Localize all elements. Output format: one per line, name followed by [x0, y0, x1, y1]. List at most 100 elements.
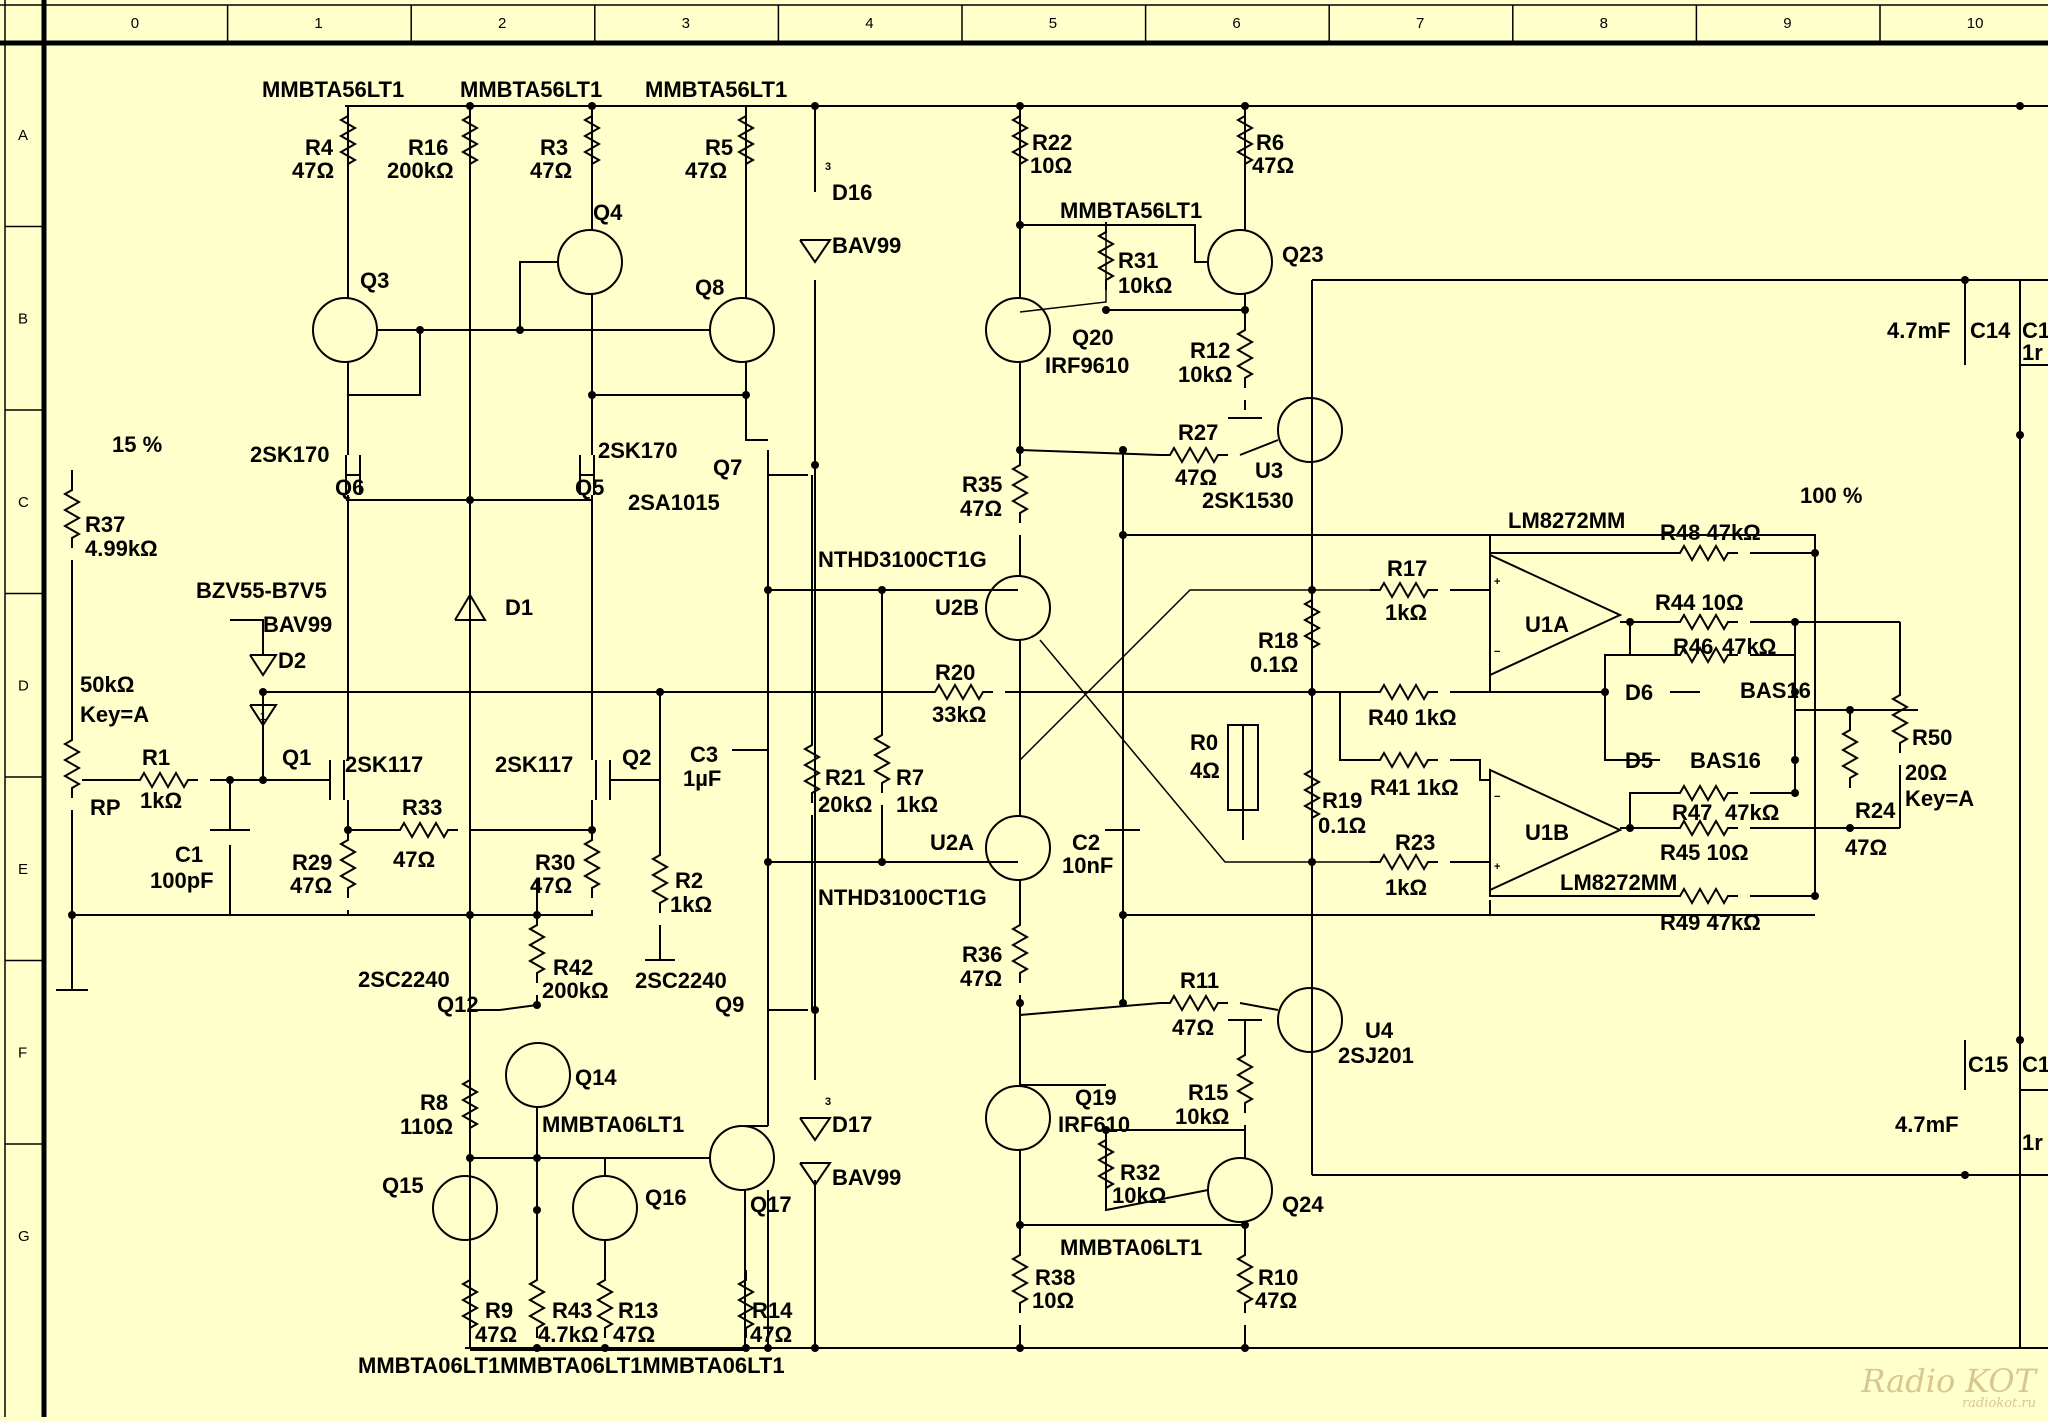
label-r29-value: 47Ω	[290, 873, 332, 898]
label-r16-value: 200kΩ	[387, 158, 454, 183]
label-r29: R29	[292, 850, 332, 875]
ruler-column-3: 3	[682, 15, 690, 32]
ruler-row-E: E	[18, 861, 28, 878]
label-r1-value: 1kΩ	[140, 788, 182, 813]
ruler-row-A: A	[18, 127, 28, 144]
label-r12-value: 10kΩ	[1178, 362, 1232, 387]
label-r8: R8	[420, 1090, 448, 1115]
label-r47: R47	[1672, 800, 1712, 825]
label-c3: C3	[690, 742, 718, 767]
watermark: Radio KOT radiokot.ru	[1861, 1366, 2036, 1411]
label-r15: R15	[1188, 1080, 1228, 1105]
label-q19: Q19	[1075, 1085, 1117, 1110]
resistor-r36	[1013, 915, 1027, 983]
resistor-r44	[1670, 615, 1738, 629]
ruler-column-1: 1	[314, 15, 322, 32]
label-r12: R12	[1190, 338, 1230, 363]
label-q9: Q9	[715, 992, 744, 1017]
label-q12: Q12	[437, 992, 479, 1017]
resistor-r10	[1238, 1245, 1252, 1313]
resistor-r41	[1370, 753, 1438, 767]
transistor-u3	[1278, 398, 1342, 462]
label-r24-value: 47Ω	[1845, 835, 1887, 860]
label-lm8272-bottom: LM8272MM	[1560, 870, 1677, 895]
potentiometer-r50	[1893, 685, 1907, 753]
label-q20-part: IRF9610	[1045, 353, 1129, 378]
label-r42: R42	[553, 955, 593, 980]
label-d2-part: BAV99	[263, 612, 332, 637]
label-q23: Q23	[1282, 242, 1324, 267]
svg-text:1: 1	[260, 711, 266, 723]
label-d16: D16	[832, 180, 872, 205]
label-r47-value: 47kΩ	[1725, 800, 1779, 825]
label-u4-part: 2SJ201	[1338, 1043, 1414, 1068]
label-q9-part: 2SC2240	[635, 968, 727, 993]
label-c14: C14	[1970, 318, 2011, 343]
label-r21: R21	[825, 765, 865, 790]
diode-d16b	[800, 240, 830, 262]
label-r30: R30	[535, 850, 575, 875]
pin-numbers: +− −+ 133	[260, 161, 1500, 1108]
label-r41: R41 1kΩ	[1370, 775, 1459, 800]
label-r16: R16	[408, 135, 448, 160]
resistor-r1	[130, 773, 198, 787]
label-r15-value: 10kΩ	[1175, 1104, 1229, 1129]
label-rp-value: 50kΩ	[80, 672, 134, 697]
label-r24: R24	[1855, 798, 1896, 823]
label-c2-value: 10nF	[1062, 853, 1113, 878]
ruler-column-10: 10	[1967, 15, 1984, 32]
label-r0-value: 4Ω	[1190, 758, 1220, 783]
resistor-r42	[530, 915, 544, 983]
ruler-column-8: 8	[1600, 15, 1608, 32]
label-r38: R38	[1035, 1265, 1075, 1290]
ruler-column-2: 2	[498, 15, 506, 32]
resistor-r27	[1160, 448, 1228, 462]
jfet-q2	[596, 760, 622, 800]
label-r10: R10	[1258, 1265, 1298, 1290]
label-d16-part: BAV99	[832, 233, 901, 258]
label-u3: U3	[1255, 458, 1283, 483]
ruler-column-5: 5	[1049, 15, 1057, 32]
label-r7: R7	[896, 765, 924, 790]
label-r46-value: 47kΩ	[1722, 634, 1776, 659]
label-q14: Q14	[575, 1065, 617, 1090]
label-top-q3: MMBTA56LT1	[262, 77, 404, 102]
ruler-row-D: D	[18, 677, 29, 694]
label-d17: D17	[832, 1112, 872, 1137]
resistor-r17	[1370, 583, 1438, 597]
label-u2b: U2B	[935, 595, 979, 620]
transistor-q8	[710, 298, 774, 362]
label-r20: R20	[935, 660, 975, 685]
resistor-r40	[1370, 685, 1438, 699]
label-u1b: U1B	[1525, 820, 1569, 845]
label-d5: D5	[1625, 748, 1653, 773]
transistor-q20	[986, 298, 1050, 362]
label-r23: R23	[1395, 830, 1435, 855]
label-rp-key: Key=A	[80, 702, 149, 727]
label-r17-value: 1kΩ	[1385, 600, 1427, 625]
label-d1: D1	[505, 595, 533, 620]
label-lm8272-top: LM8272MM	[1508, 508, 1625, 533]
label-r23-value: 1kΩ	[1385, 875, 1427, 900]
resistor-r24	[1843, 720, 1857, 788]
label-r27: R27	[1178, 420, 1218, 445]
jfets	[318, 450, 808, 1035]
label-r5-value: 47Ω	[685, 158, 727, 183]
label-r38-value: 10Ω	[1032, 1288, 1074, 1313]
label-r46: R46	[1673, 634, 1713, 659]
svg-text:−: −	[1494, 646, 1500, 658]
label-d5-part: BAS16	[1690, 748, 1761, 773]
label-q4: Q4	[593, 200, 623, 225]
resistor-r19	[1305, 760, 1319, 828]
label-r3: R3	[540, 135, 568, 160]
transistor-q9	[768, 985, 808, 1035]
label-q3: Q3	[360, 268, 389, 293]
label-r17: R17	[1387, 556, 1427, 581]
resistor-r33	[390, 823, 458, 837]
label-r18: R18	[1258, 628, 1298, 653]
label-d17-part: BAV99	[832, 1165, 901, 1190]
resistors-horizontal	[130, 448, 1738, 1010]
label-c15: C15	[1968, 1052, 2008, 1077]
resistor-r49	[1670, 889, 1738, 903]
label-d2: D2	[278, 648, 306, 673]
